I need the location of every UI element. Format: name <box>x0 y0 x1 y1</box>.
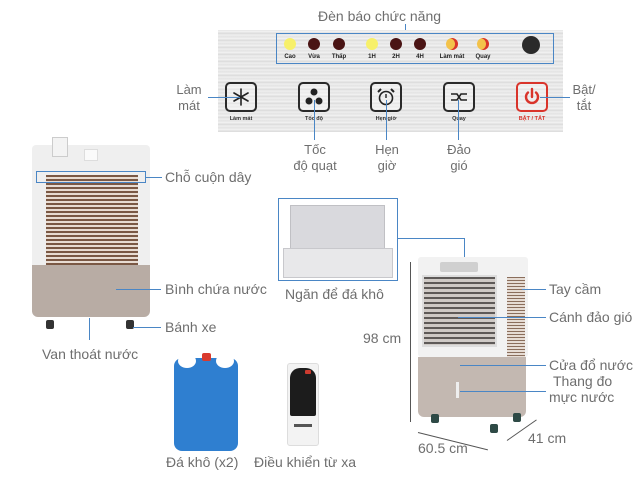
callout-cua-do-nuoc: Cửa đổ nước <box>549 357 633 373</box>
led-label-thap: Thấp <box>331 54 347 60</box>
callout-dao-gio-1: Đảo <box>447 142 471 157</box>
callout-tay-cam: Tay cầm <box>549 281 602 297</box>
callout-line-cua-do-nuoc <box>460 365 546 366</box>
cooler-top-handle <box>84 149 98 161</box>
callout-thang-do-1: Thang đo <box>553 373 613 389</box>
ice-pack-image <box>174 354 238 451</box>
callout-toc-do-2: độ quạt <box>293 158 337 173</box>
swing-arrows-icon <box>451 93 467 101</box>
wheel-angle-1 <box>431 414 439 423</box>
wheel-angle-3 <box>513 413 521 422</box>
callout-binh-chua-nuoc: Bình chứa nước <box>165 281 267 297</box>
water-tank-window <box>52 137 68 157</box>
callout-line-tray-h <box>398 238 464 239</box>
led-vua <box>308 38 320 50</box>
callout-line-hen-gio <box>386 100 387 140</box>
led-cao <box>284 38 296 50</box>
indicator-box <box>276 33 554 64</box>
led-label-cao: Cao <box>284 54 296 60</box>
led-1h <box>366 38 378 50</box>
led-lam-mat <box>446 38 458 50</box>
fan-speed-button[interactable] <box>298 82 330 112</box>
led-quay <box>477 38 489 50</box>
led-label-quay: Quay <box>475 54 491 60</box>
led-label-vua: Vừa <box>308 54 320 60</box>
cooler-cooling-pad-grill <box>46 175 138 268</box>
led-label-2h: 2H <box>392 54 400 60</box>
cord-wrap-highlight <box>36 171 146 183</box>
led-label-lam-mat: Làm mát <box>439 54 465 60</box>
callout-line-lam-mat <box>208 97 240 98</box>
cooler-angle-water-tank <box>418 357 526 417</box>
callout-lam-mat-2: mát <box>178 98 200 113</box>
led-thap <box>333 38 345 50</box>
callout-cho-cuon-day: Chỗ cuộn dây <box>165 169 252 185</box>
callout-line-tray-v <box>464 238 465 258</box>
cooling-button-label: Làm mát <box>229 116 253 122</box>
ice-tray-base <box>283 248 393 278</box>
callout-banh-xe: Bánh xe <box>165 319 217 335</box>
callout-line-thang-do <box>460 391 546 392</box>
wheel-angle-2 <box>490 424 498 433</box>
dimension-width: 60.5 cm <box>418 440 468 456</box>
ice-pack-cap <box>202 353 211 361</box>
led-label-4h: 4H <box>416 54 424 60</box>
callout-bat-tat-1: Bật/ <box>572 82 596 97</box>
remote-power-button <box>305 370 311 374</box>
callout-line-tay-cam <box>522 289 546 290</box>
height-dimension-arrow <box>410 262 411 422</box>
callout-dieu-khien: Điều khiển từ xa <box>254 454 356 470</box>
water-level-gauge <box>456 382 459 398</box>
cooler-water-tank <box>32 265 150 317</box>
led-2h <box>390 38 402 50</box>
indicator-title: Đèn báo chức năng <box>318 8 442 24</box>
wheel-right <box>126 320 134 329</box>
callout-line-canh-dao-gio <box>458 317 546 318</box>
led-4h <box>414 38 426 50</box>
callout-toc-do-1: Tốc <box>304 142 326 157</box>
remote-button-panel <box>290 368 316 416</box>
dimension-height: 98 cm <box>363 330 402 346</box>
fan-icon <box>305 88 323 105</box>
cooler-front-image <box>32 145 150 330</box>
swing-button-label: Quay <box>439 116 479 122</box>
swing-button[interactable] <box>443 82 475 112</box>
callout-line-van-thoat-nuoc <box>89 318 90 340</box>
led-label-1h: 1H <box>368 54 376 60</box>
callout-da-kho: Đá khô (x2) <box>166 454 239 470</box>
callout-canh-dao-gio: Cánh đảo gió <box>549 309 633 325</box>
callout-line-cho-cuon-day <box>146 177 162 178</box>
callout-bat-tat-2: tắt <box>576 98 592 113</box>
callout-line-bat-tat <box>540 97 570 98</box>
indicator-callout-line <box>405 24 406 34</box>
dimension-depth: 41 cm <box>528 430 567 446</box>
snowflake-icon <box>233 88 249 106</box>
ir-receiver <box>522 36 540 54</box>
remote-brand-logo <box>294 424 312 427</box>
callout-van-thoat-nuoc: Van thoát nước <box>42 346 139 362</box>
callout-hen-gio-1: Hẹn <box>375 142 399 157</box>
power-button-label: BẬT / TẮT <box>518 116 546 122</box>
ice-tray-lid <box>290 205 385 250</box>
callout-line-banh-xe <box>133 327 161 328</box>
callout-dao-gio-2: gió <box>450 158 468 173</box>
callout-thang-do-2: mực nước <box>549 389 615 405</box>
callout-hen-gio-2: giờ <box>377 158 397 173</box>
cooler-angle-top-panel <box>440 262 478 272</box>
callout-line-dao-gio <box>458 100 459 140</box>
callout-ngan-de-da-kho: Ngăn để đá khô <box>285 286 384 302</box>
wheel-left <box>46 320 54 329</box>
power-icon <box>524 87 540 105</box>
callout-lam-mat-1: Làm <box>176 82 202 97</box>
cooler-angle-louvers <box>422 275 497 347</box>
callout-line-toc-do <box>314 100 315 140</box>
callout-line-binh-chua-nuoc <box>116 289 161 290</box>
